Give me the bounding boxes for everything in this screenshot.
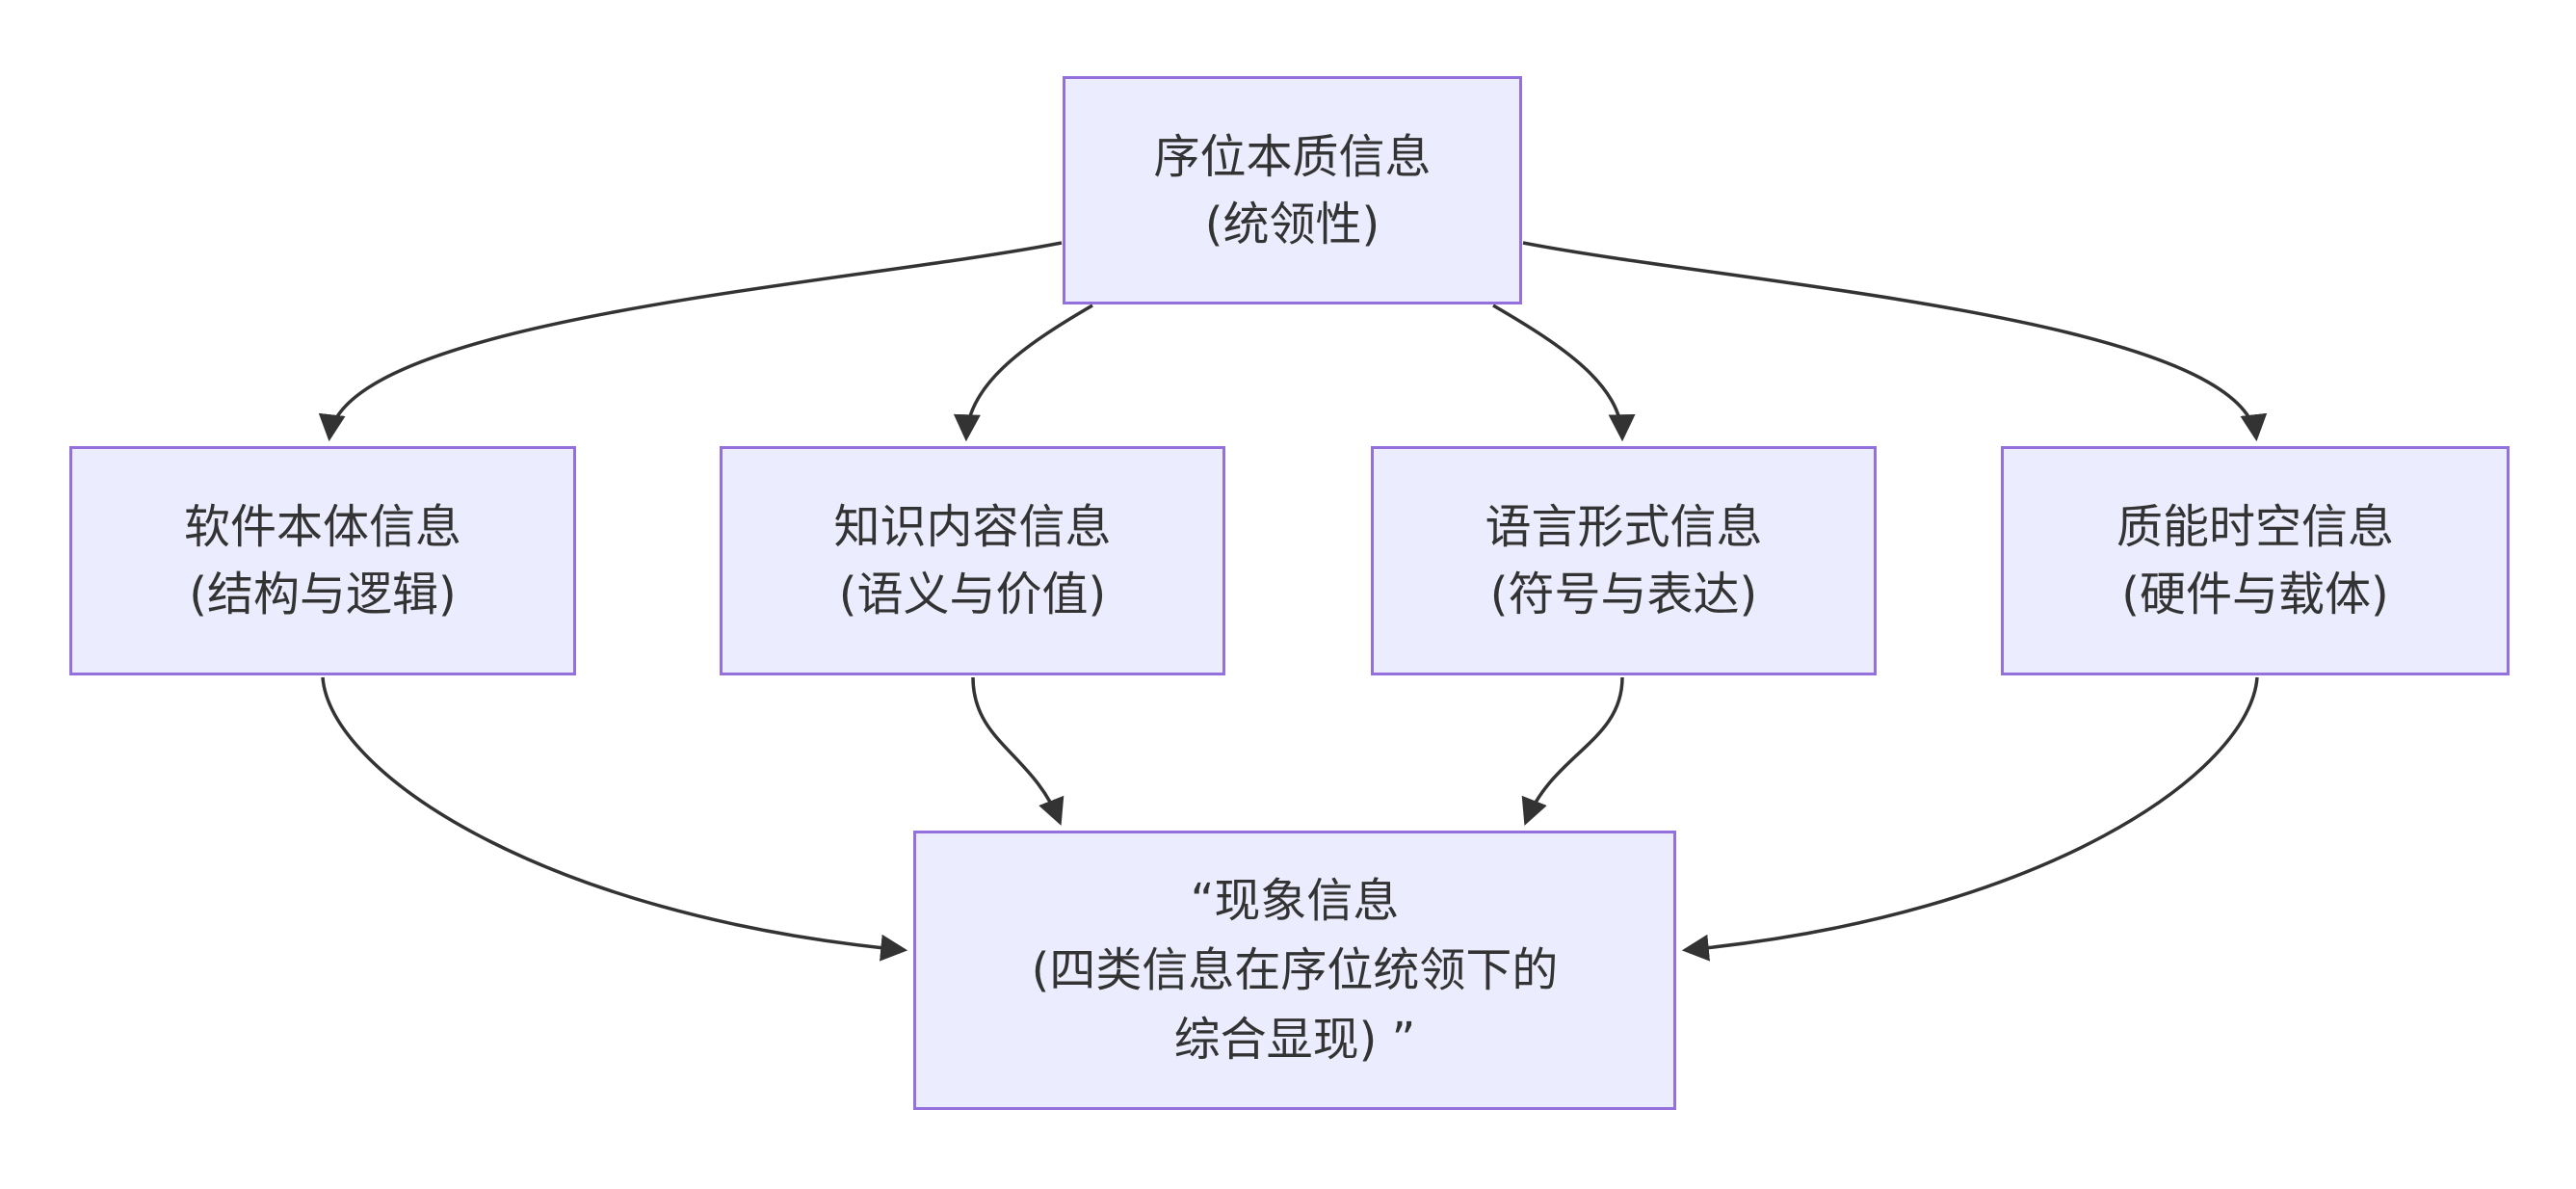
node-title: 质能时空信息 xyxy=(2116,500,2394,554)
edge-order-essence-to-software-ontology xyxy=(318,241,1063,442)
node-knowledge-content: 知识内容信息 (语义与价值) xyxy=(720,446,1225,675)
node-subtitle: 综合显现) ” xyxy=(1173,1013,1416,1067)
node-subtitle: (四类信息在序位统领下的 xyxy=(1031,943,1559,997)
node-language-form: 语言形式信息 (符号与表达) xyxy=(1371,446,1877,675)
node-subtitle: (硬件与载体) xyxy=(2121,568,2389,621)
edge-order-essence-to-language-form xyxy=(1492,304,1636,442)
edge-language-form-to-phenomenon xyxy=(1521,676,1624,826)
node-subtitle: (结构与逻辑) xyxy=(189,568,457,621)
edge-matter-energy-spacetime-to-phenomenon xyxy=(1681,676,2259,962)
edge-software-ontology-to-phenomenon xyxy=(321,676,908,962)
node-phenomenon: “现象信息 (四类信息在序位统领下的 综合显现) ” xyxy=(913,831,1676,1110)
node-matter-energy-spacetime: 质能时空信息 (硬件与载体) xyxy=(2001,446,2510,675)
node-subtitle: (统领性) xyxy=(1204,197,1380,251)
node-title: 知识内容信息 xyxy=(833,500,1112,554)
node-order-essence: 序位本质信息 (统领性) xyxy=(1063,76,1522,304)
node-title: 序位本质信息 xyxy=(1153,129,1432,184)
edge-order-essence-to-matter-energy-spacetime xyxy=(1522,241,2268,442)
node-subtitle: (符号与表达) xyxy=(1489,568,1758,621)
node-software-ontology: 软件本体信息 (结构与逻辑) xyxy=(69,446,576,675)
node-subtitle: (语义与价值) xyxy=(838,568,1107,621)
node-title: “现象信息 xyxy=(1190,874,1400,928)
node-title: 软件本体信息 xyxy=(183,500,461,554)
edge-knowledge-content-to-phenomenon xyxy=(971,676,1065,826)
node-title: 语言形式信息 xyxy=(1485,500,1763,554)
edge-order-essence-to-knowledge-content xyxy=(953,304,1093,442)
